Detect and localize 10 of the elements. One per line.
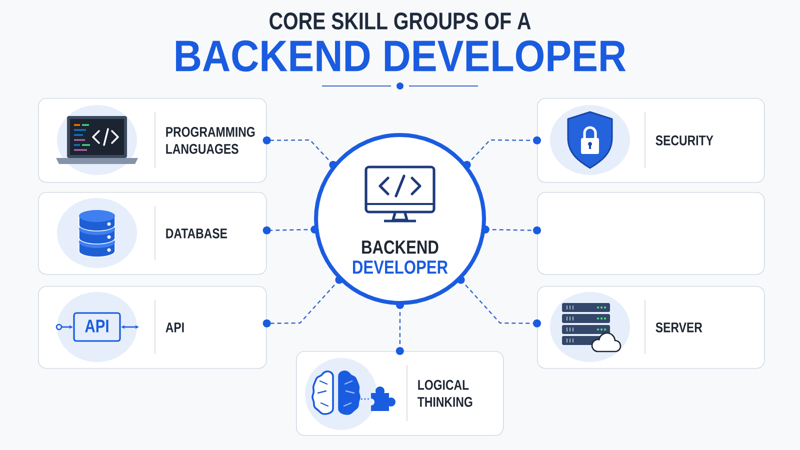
title: BACKEND DEVELOPER bbox=[176, 40, 626, 72]
dashed-connector bbox=[262, 225, 319, 234]
dashed-connector bbox=[262, 136, 338, 169]
dashed-connector bbox=[481, 225, 541, 234]
dashed-connector bbox=[262, 276, 344, 328]
title: CORE SKILL GROUPS OF A bbox=[270, 12, 531, 30]
dashed-connector bbox=[456, 276, 541, 328]
icon-label: API bbox=[85, 320, 108, 332]
dashed-connector bbox=[462, 136, 541, 169]
skill-card bbox=[537, 192, 765, 275]
